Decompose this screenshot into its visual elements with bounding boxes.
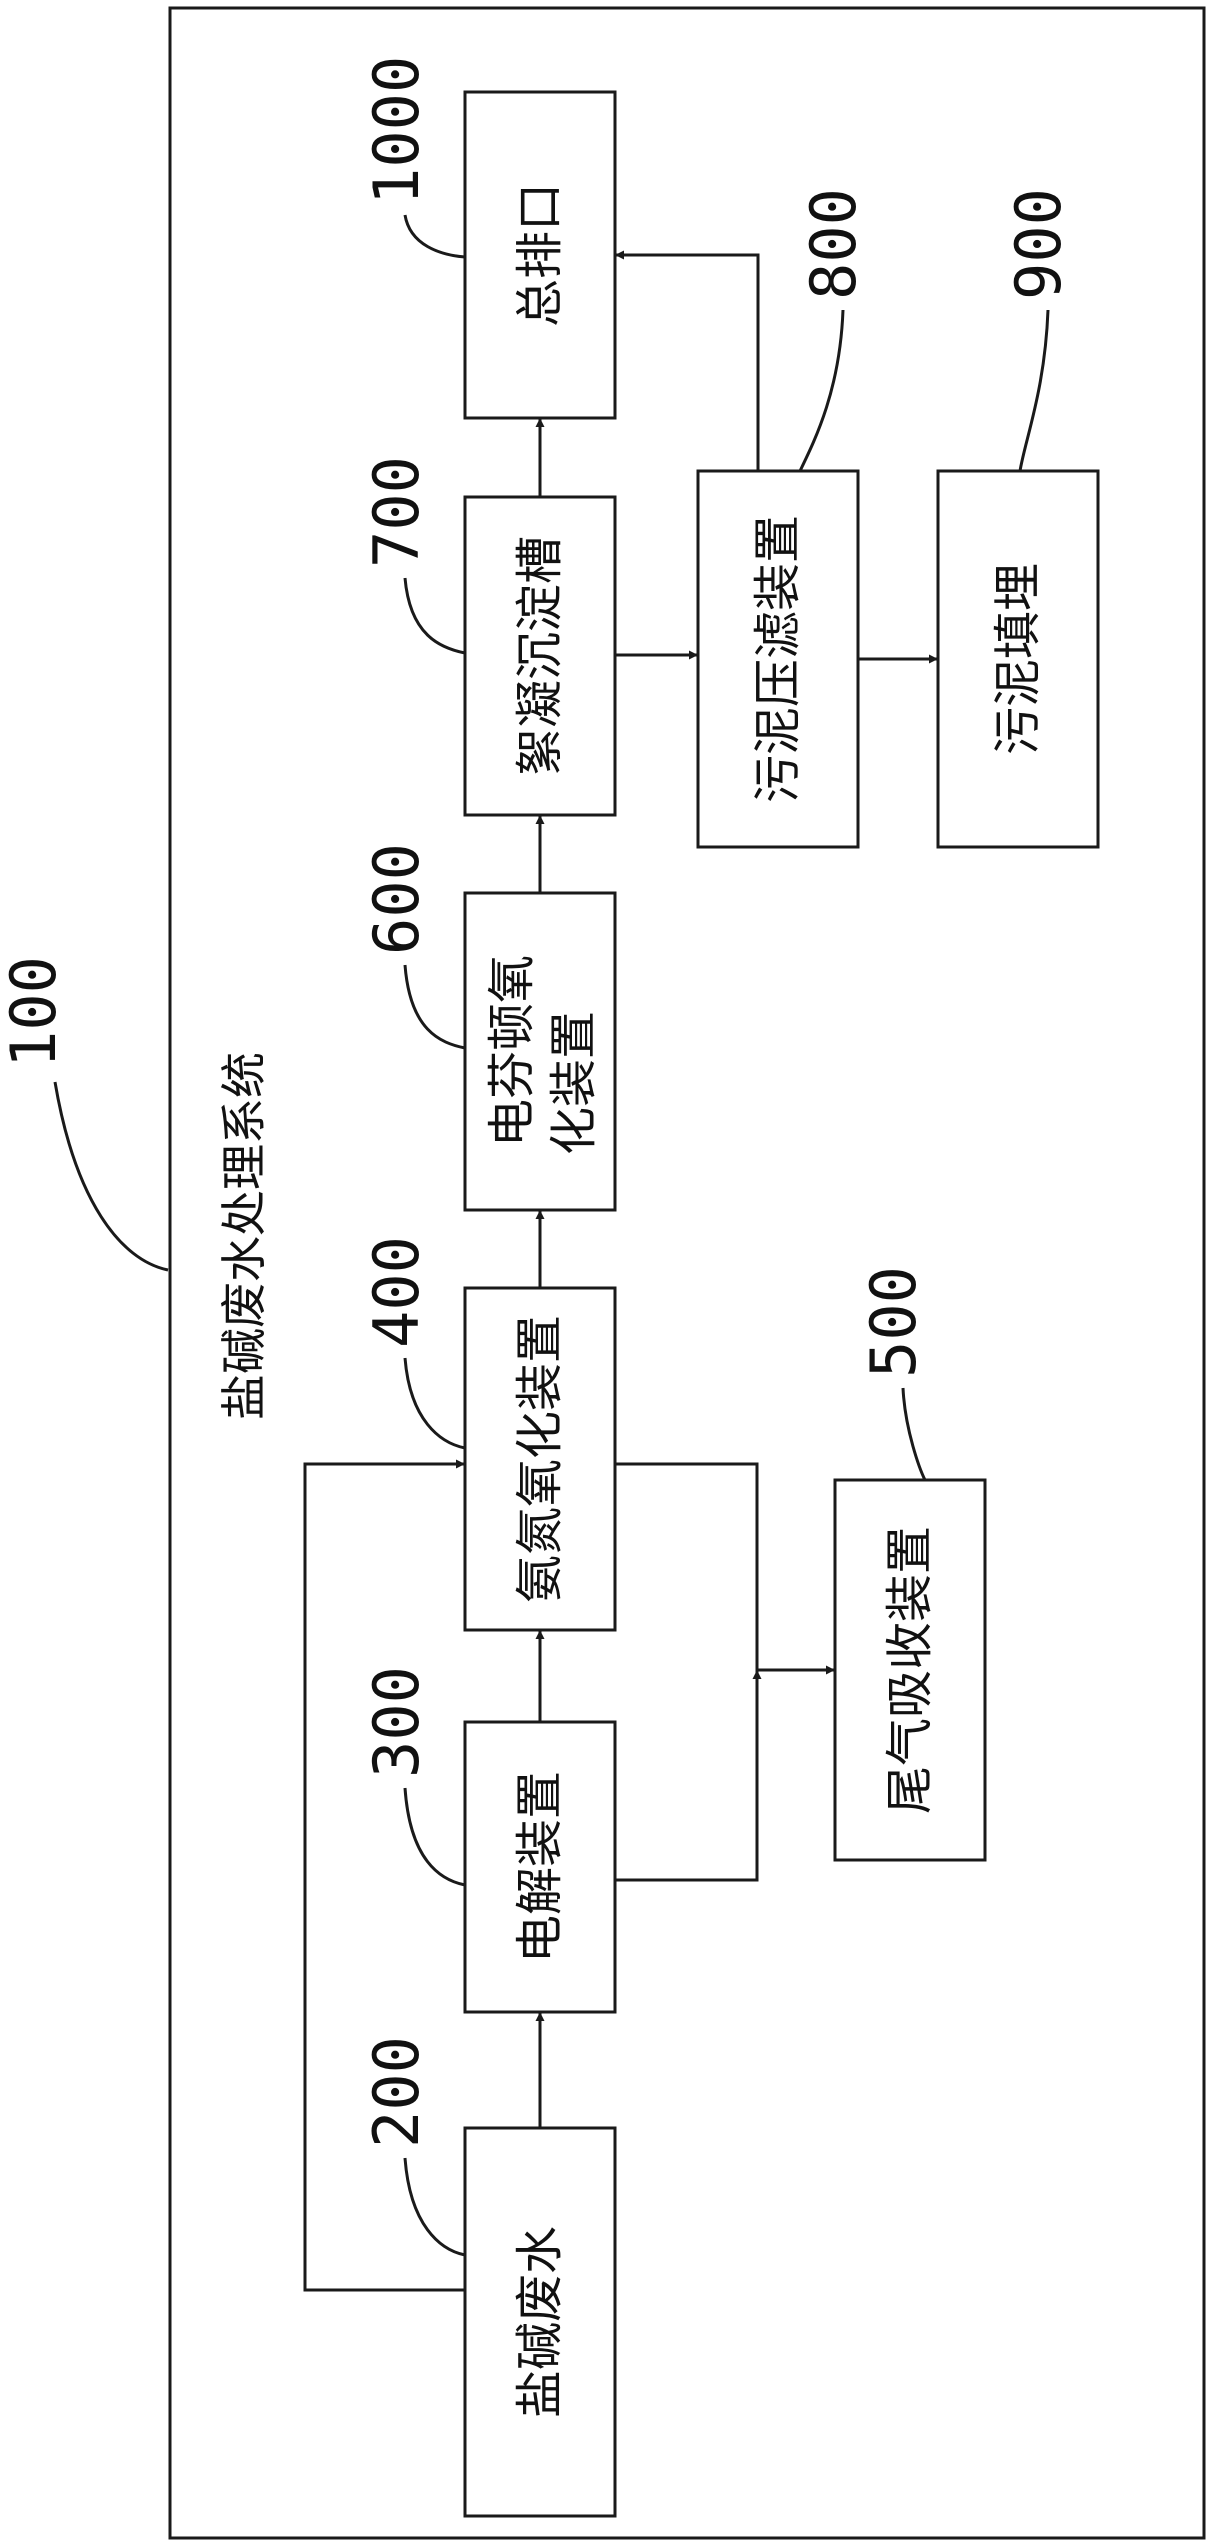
node-900-box [936,469,1100,849]
node-600: 电芬顿氧 化装置 [463,891,617,1212]
ref-900: 900 [1002,188,1075,300]
ref-400: 400 [360,1236,433,1348]
node-600-label-line1: 电芬顿氧 [484,955,540,1147]
system-ref: 100 [0,956,70,1068]
leader-800 [798,309,845,472]
node-400: 氨氮氧化装置 [463,1286,617,1632]
ref-1000: 1000 [360,56,433,205]
leader-500 [901,1387,927,1481]
leader-lines [403,214,1050,2257]
connections [303,250,938,2292]
node-500: 尾气吸收装置 [833,1478,987,1862]
ref-500: 500 [857,1266,930,1378]
leader-600 [403,964,466,1050]
node-500-box [833,1478,987,1862]
system-label: 盐碱废水处理系统 [217,1052,271,1420]
ref-700: 700 [360,456,433,568]
node-600-label-line2: 化装置 [546,1011,602,1155]
ref-600: 600 [360,843,433,955]
leader-200 [403,2157,466,2257]
node-200: 盐碱废水 [463,2126,617,2518]
edge-800-1000 [615,250,760,471]
node-400-box [463,1286,617,1632]
node-900-label: 污泥填埋 [990,563,1046,755]
node-400-label: 氨氮氧化装置 [512,1315,568,1603]
leader-300 [403,1787,466,1887]
node-700-label: 絮凝沉淀槽 [512,536,568,776]
leader-400 [403,1357,466,1450]
node-500-label: 尾气吸收装置 [882,1526,938,1814]
node-300-label: 电解装置 [512,1771,568,1963]
node-1000-label: 总排口 [512,183,568,327]
leader-700 [403,577,466,655]
ref-800: 800 [797,188,870,300]
edge-400-500 [615,1462,835,1675]
node-600-box [463,891,617,1212]
ref-300: 300 [360,1666,433,1778]
reference-numerals: 200 300 400 500 600 700 800 900 1000 [360,56,1075,2148]
node-1000-box [463,90,617,420]
node-300-box [463,1720,617,2014]
node-200-box [463,2126,617,2518]
edge-200-400 [303,1459,465,2292]
leader-1000 [403,214,466,259]
node-200-label: 盐碱废水 [512,2226,568,2418]
node-1000: 总排口 [463,90,617,420]
system-frame [168,6,1206,2540]
node-300: 电解装置 [463,1720,617,2014]
leader-900 [1018,309,1050,472]
system-leader [53,1081,169,1272]
node-800: 污泥压滤装置 [696,469,860,849]
node-700: 絮凝沉淀槽 [463,495,617,817]
edge-300-500 [615,1670,762,1882]
node-800-label: 污泥压滤装置 [750,515,806,803]
node-800-box [696,469,860,849]
ref-200: 200 [360,2036,433,2148]
node-900: 污泥填埋 [936,469,1100,849]
node-700-box [463,495,617,817]
